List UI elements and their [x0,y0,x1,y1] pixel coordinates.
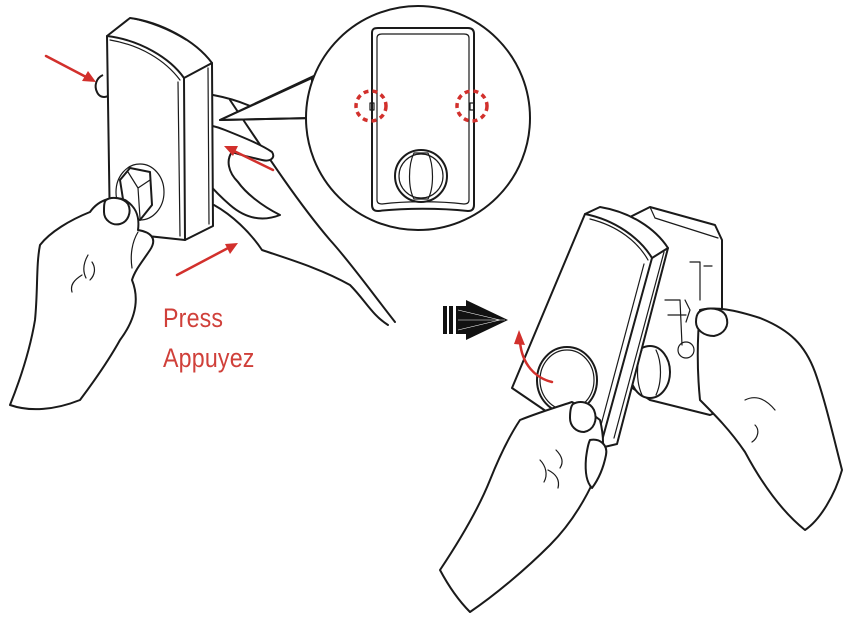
press-arrow-left [44,54,96,82]
rotate-cover-arrow [514,330,554,384]
slide-arrow-bottom [175,243,238,277]
press-label-en: Press [163,303,224,333]
press-label-fr: Appuyez [163,343,255,373]
callout-magnifier [305,5,531,231]
left-step-illustration [9,17,396,411]
striped-right-arrow-icon [443,300,508,340]
release-tab-highlight-left [354,89,388,123]
release-tab-highlight-right [455,89,489,123]
right-step-illustration [439,206,843,613]
press-arrow-right [224,146,275,172]
